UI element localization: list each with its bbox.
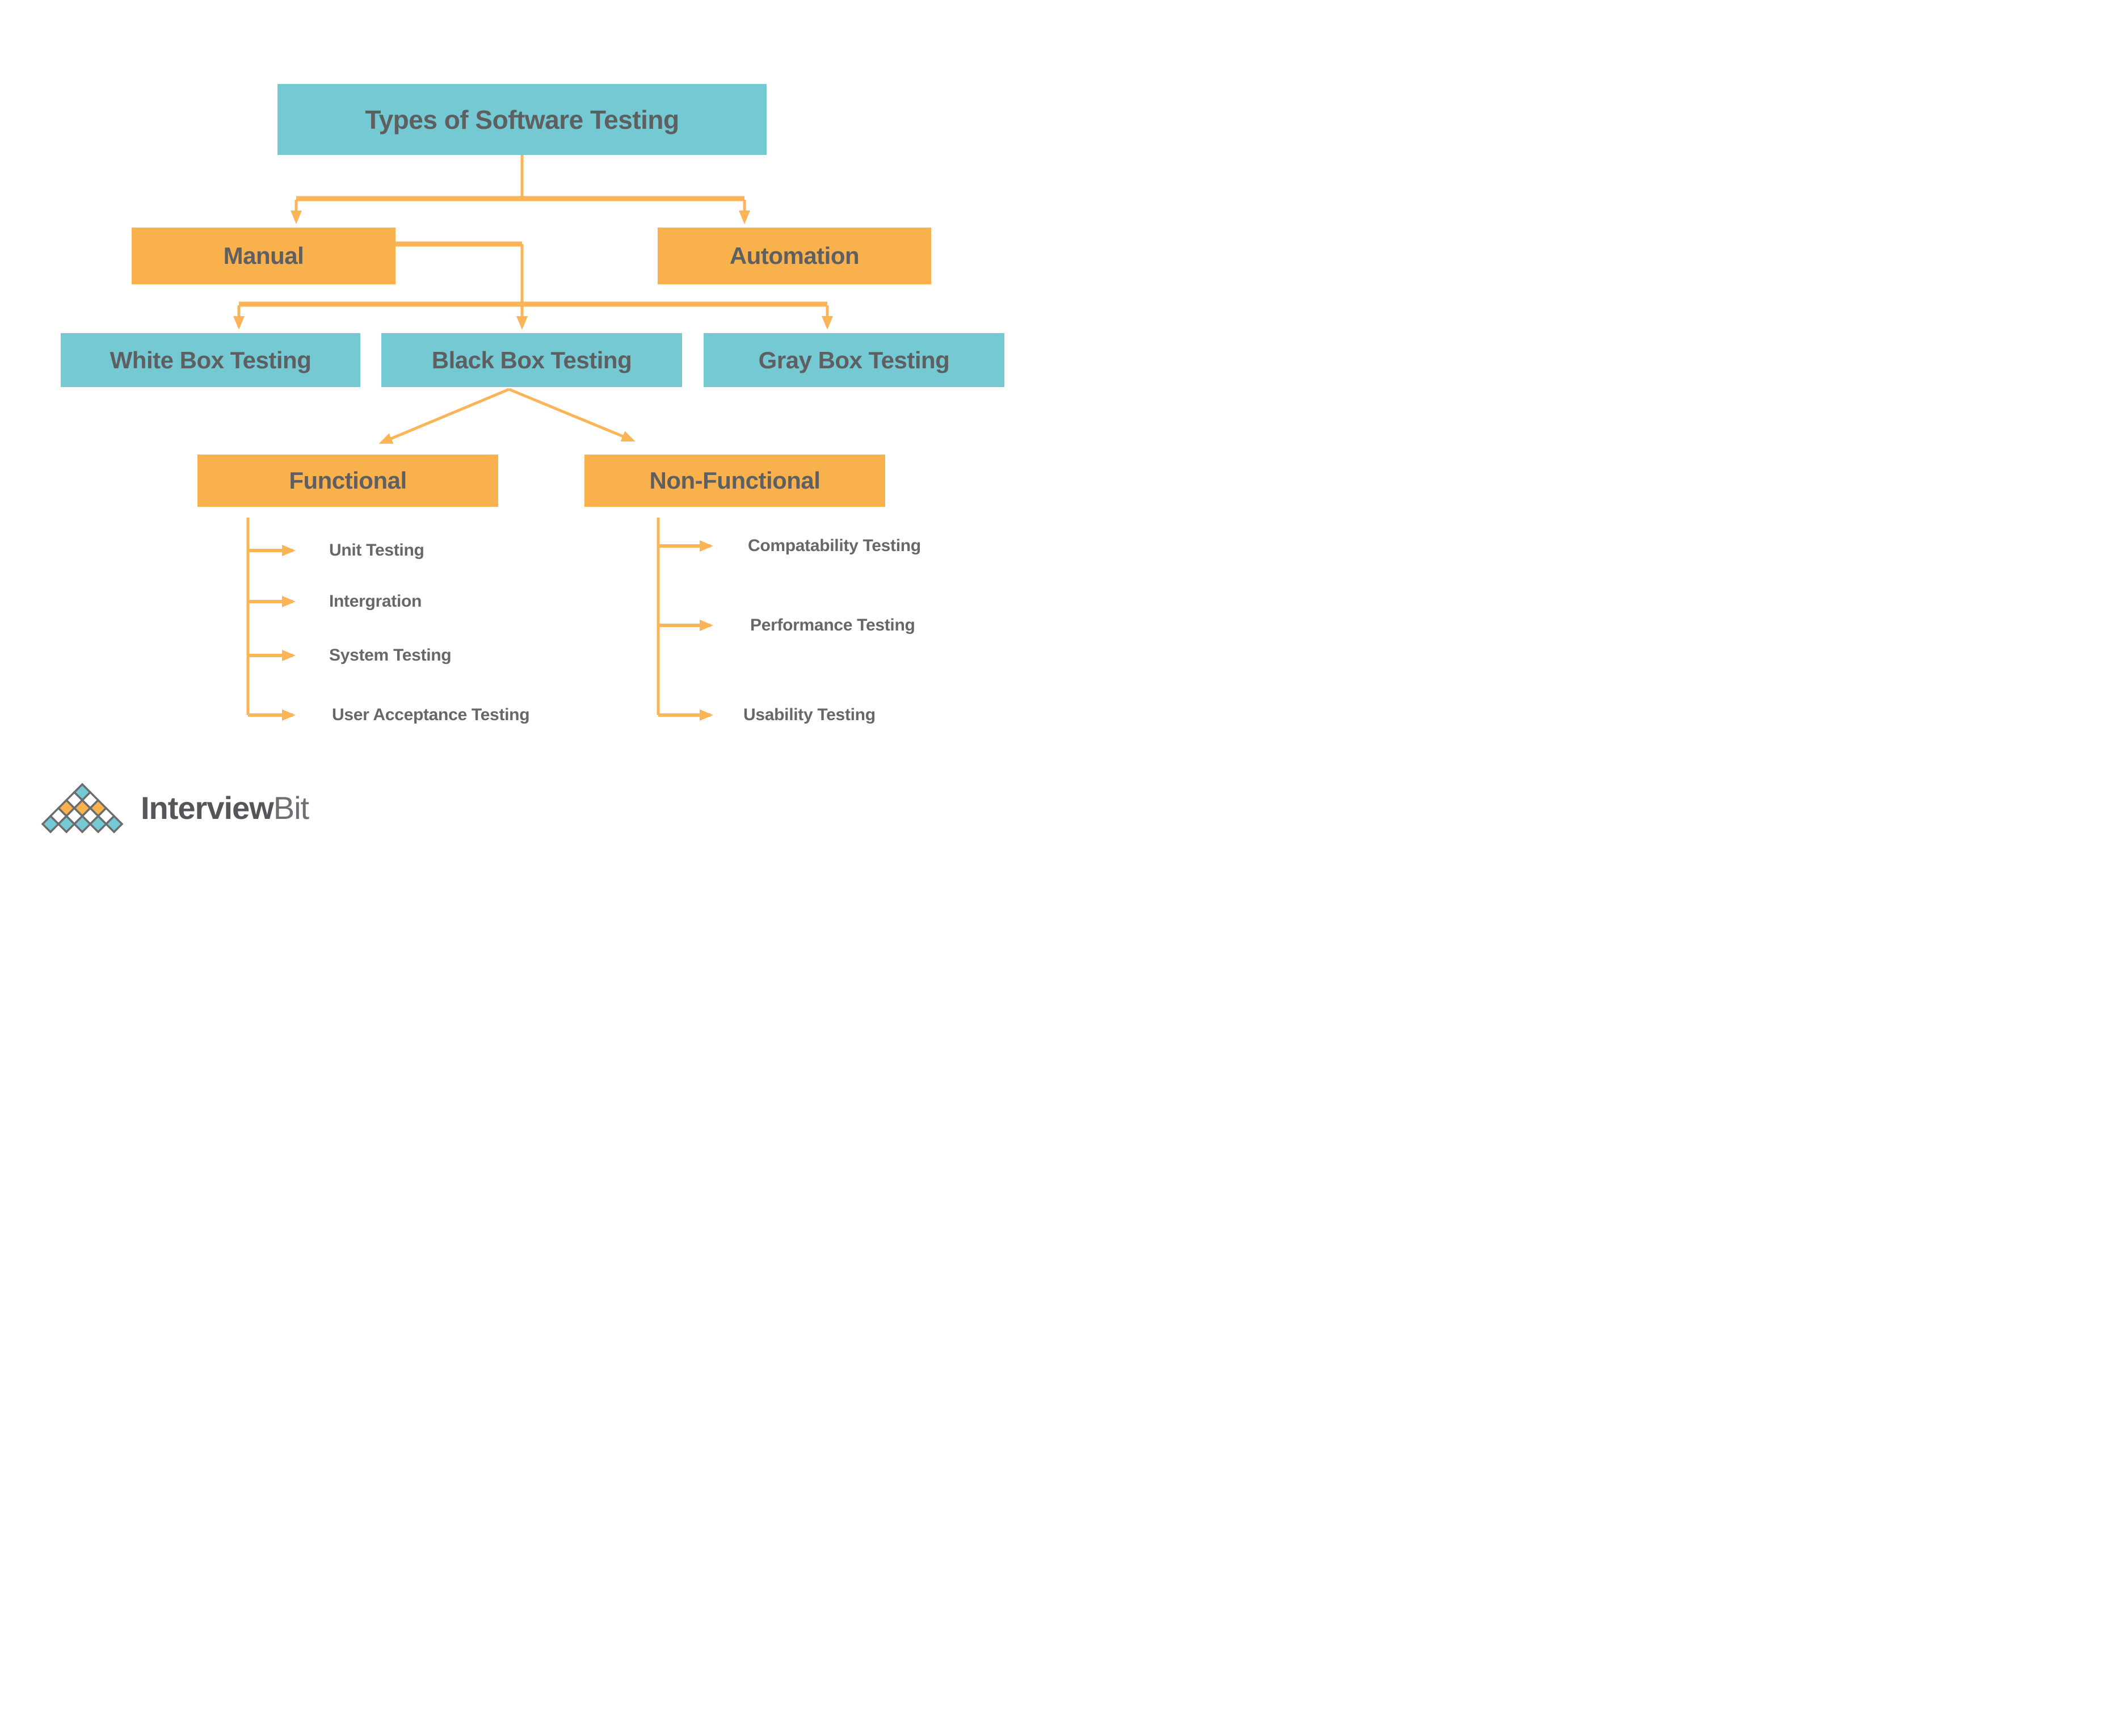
interviewbit-logo-text: InterviewBit xyxy=(141,789,309,826)
flowchart-canvas: Types of Software Testing Manual Automat… xyxy=(0,0,1056,868)
interviewbit-logo: InterviewBit xyxy=(40,783,309,835)
leaf-system-testing: System Testing xyxy=(329,646,452,665)
logo-text-interview: Interview xyxy=(141,789,274,826)
node-white-box-testing: White Box Testing xyxy=(61,333,360,387)
leaf-performance-testing: Performance Testing xyxy=(750,616,915,634)
connector-lines xyxy=(233,155,833,721)
leaf-unit-testing: Unit Testing xyxy=(329,541,424,560)
node-types-of-software-testing: Types of Software Testing xyxy=(277,84,767,155)
node-gray-box-testing: Gray Box Testing xyxy=(704,333,1004,387)
leaf-user-acceptance-testing: User Acceptance Testing xyxy=(332,705,530,724)
leaf-compatability-testing: Compatability Testing xyxy=(748,536,921,555)
node-manual: Manual xyxy=(132,228,396,284)
interviewbit-logo-icon xyxy=(41,783,124,834)
node-functional: Functional xyxy=(197,455,498,507)
node-automation: Automation xyxy=(658,228,931,284)
node-black-box-testing: Black Box Testing xyxy=(381,333,682,387)
node-non-functional: Non-Functional xyxy=(584,455,885,507)
leaf-usability-testing: Usability Testing xyxy=(743,705,876,724)
logo-text-bit: Bit xyxy=(273,789,309,826)
leaf-intergration: Intergration xyxy=(329,592,422,611)
